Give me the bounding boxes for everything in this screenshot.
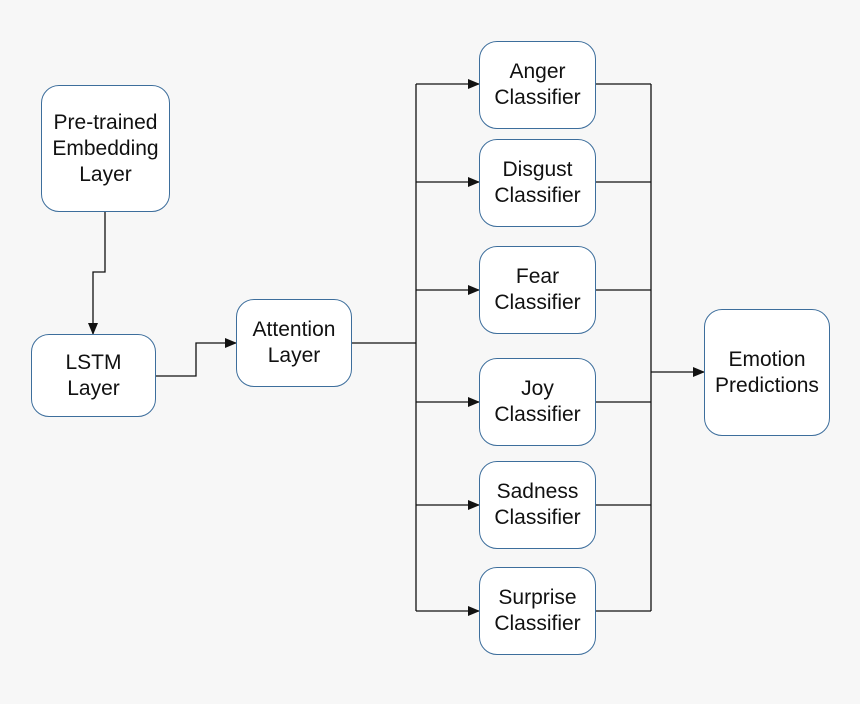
node-label: Layer	[67, 376, 120, 400]
node-label: Joy	[521, 377, 554, 400]
node-label: Classifier	[494, 291, 581, 314]
attention-layer-node: Attention Layer	[236, 299, 352, 387]
node-label: Classifier	[494, 403, 581, 426]
surprise-classifier-node: Surprise Classifier	[479, 567, 596, 655]
node-label: Emotion	[728, 347, 806, 371]
node-label: Disgust	[502, 158, 573, 181]
node-label: Classifier	[494, 506, 581, 529]
fear-classifier-node: Fear Classifier	[479, 246, 596, 334]
edge-embedding-to-lstm	[88, 212, 106, 335]
node-label: LSTM	[65, 350, 122, 374]
emotion-predictions-node: Emotion Predictions	[704, 309, 830, 436]
node-label: Embedding	[52, 136, 159, 160]
embedding-layer-node: Pre-trained Embedding Layer	[41, 85, 170, 212]
lstm-layer-node: LSTM Layer	[31, 334, 156, 417]
disgust-classifier-node: Disgust Classifier	[479, 139, 596, 227]
edge-lstm-to-attention	[156, 338, 237, 377]
sadness-classifier-node: Sadness Classifier	[479, 461, 596, 549]
node-label: Attention	[252, 318, 336, 341]
joy-classifier-node: Joy Classifier	[479, 358, 596, 446]
node-label: Classifier	[494, 184, 581, 207]
node-label: Classifier	[494, 86, 581, 109]
node-label: Classifier	[494, 612, 581, 635]
node-label: Fear	[515, 265, 560, 288]
node-label: Layer	[79, 162, 132, 186]
node-label: Anger	[509, 60, 566, 83]
node-label: Predictions	[715, 373, 819, 397]
node-label: Pre-trained	[53, 110, 158, 134]
node-label: Sadness	[496, 480, 579, 503]
node-label: Surprise	[498, 586, 577, 609]
anger-classifier-node: Anger Classifier	[479, 41, 596, 129]
node-label: Layer	[267, 344, 321, 367]
